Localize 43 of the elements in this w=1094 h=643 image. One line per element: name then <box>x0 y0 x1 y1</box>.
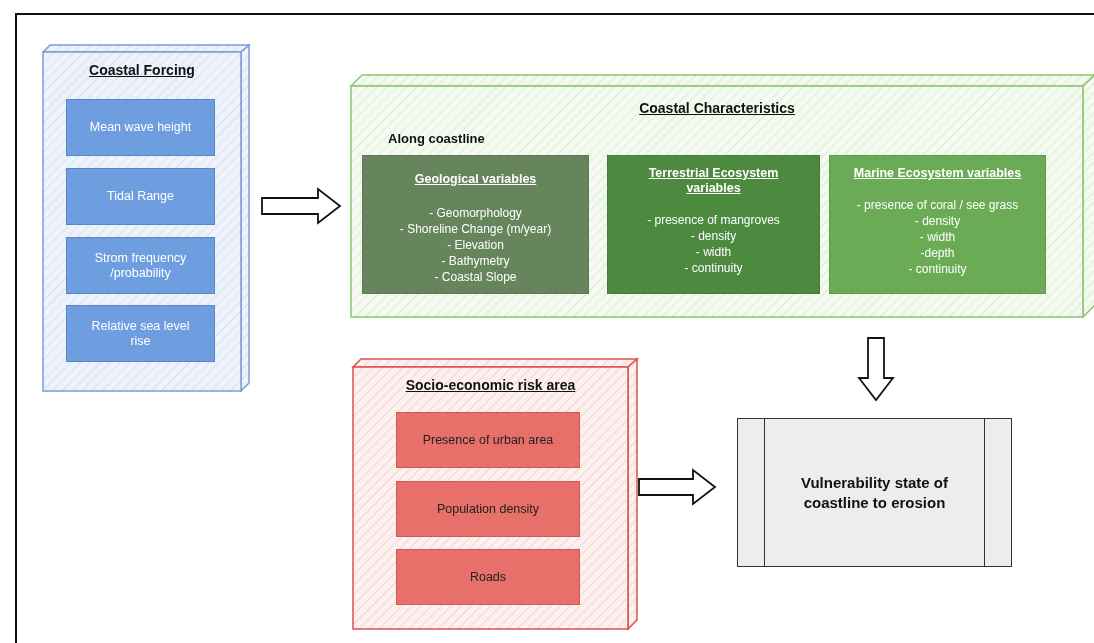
box-label: Population density <box>435 501 541 517</box>
variable-card <box>362 155 589 294</box>
variable-card <box>607 155 820 294</box>
card-heading: Geological variables <box>414 172 537 187</box>
list-item: - presence of coral / see grass <box>856 197 1019 213</box>
box-label: Presence of urban area <box>421 432 555 448</box>
factor-box <box>66 168 215 225</box>
list-item: - presence of mangroves <box>647 212 780 228</box>
box-label: Tidal Range <box>106 189 175 204</box>
list-item: - density <box>690 228 737 244</box>
box-label: Roads <box>468 569 508 585</box>
list-item: - width <box>695 244 732 260</box>
box-label: Mean wave height <box>88 120 193 135</box>
panel-subtitle: Along coastline <box>388 131 485 146</box>
panel-title: Coastal Forcing <box>88 62 196 78</box>
process-box <box>737 418 1012 567</box>
factor-box <box>66 305 215 362</box>
list-item: - continuity <box>684 260 743 276</box>
list-item: - Shoreline Change (m/year) <box>399 221 552 237</box>
list-item: - width <box>919 229 956 245</box>
list-item: - Geomorphology <box>429 205 522 221</box>
panel-title: Coastal Characteristics <box>638 100 796 116</box>
list-item: - continuity <box>908 261 967 277</box>
factor-box <box>396 549 580 605</box>
factor-box <box>66 237 215 294</box>
list-item: -depth <box>920 245 955 261</box>
panel-title: Socio-economic risk area <box>404 377 577 393</box>
card-heading: Marine Ecosystem variables <box>853 166 1022 181</box>
variable-card <box>829 155 1046 294</box>
block-arrow <box>857 337 895 402</box>
process-label: Vulnerability state of coastline to erosion <box>800 472 949 513</box>
box-label: Strom frequency /probability <box>93 250 188 281</box>
list-item: - density <box>914 213 961 229</box>
box-label: Relative sea level rise <box>90 318 191 349</box>
block-arrow <box>261 187 342 225</box>
card-heading: Terrestrial Ecosystem variables <box>647 166 780 196</box>
block-arrow <box>638 468 717 506</box>
list-item: - Coastal Slope <box>434 269 517 285</box>
list-item: - Elevation <box>447 237 504 253</box>
factor-box <box>66 99 215 156</box>
factor-box <box>396 412 580 468</box>
factor-box <box>396 481 580 537</box>
list-item: - Bathymetry <box>441 253 510 269</box>
